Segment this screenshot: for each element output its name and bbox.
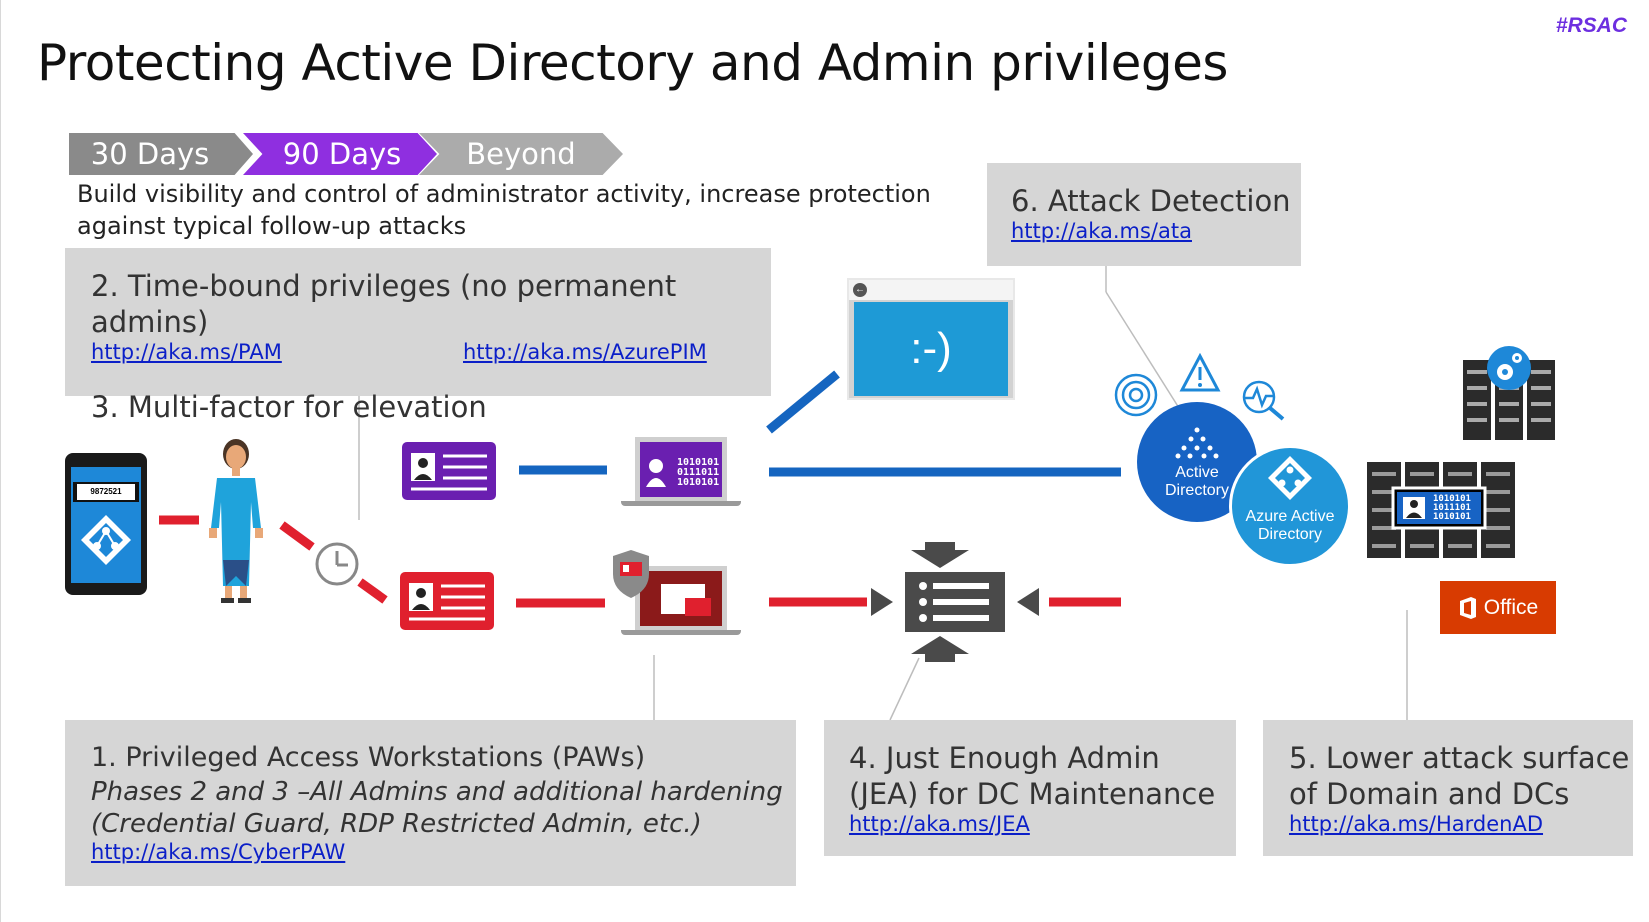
shield-icon <box>613 550 649 598</box>
radar-target-icon <box>1114 373 1158 417</box>
slide-subtitle: Build visibility and control of administ… <box>77 180 931 240</box>
ad-label-line: Active <box>1175 464 1219 481</box>
search-analytics-icon <box>1242 380 1285 421</box>
blue-flow-line <box>766 370 840 434</box>
office-logo-icon <box>1459 596 1476 619</box>
phone-icon: 9872521 <box>65 453 147 595</box>
time-bound-privileges-box: 2. Time-bound privileges (no permanent a… <box>65 248 771 424</box>
cyberpaw-link[interactable]: http://aka.ms/CyberPAW <box>91 840 346 864</box>
jea-link[interactable]: http://aka.ms/JEA <box>849 812 1030 836</box>
connector-line <box>1105 291 1180 409</box>
phone-code: 9872521 <box>77 484 135 500</box>
hardenad-link[interactable]: http://aka.ms/HardenAD <box>1289 812 1544 836</box>
binary-line: 0111011 <box>677 467 720 478</box>
binary-line: 1010101 <box>1433 494 1471 504</box>
jea-heading-line1: 4. Just Enough Admin <box>849 741 1160 775</box>
red-flow-line <box>279 521 315 551</box>
user-id-card-icon <box>400 572 494 630</box>
paw-box: 1. Privileged Access Workstations (PAWs)… <box>65 720 796 886</box>
jea-heading-line2: (JEA) for DC Maintenance <box>849 777 1216 811</box>
back-arrow-icon: ← <box>853 283 867 297</box>
lower-attack-heading-line2: of Domain and DCs <box>1289 777 1570 811</box>
active-directory-icon <box>1175 427 1219 459</box>
smiley-face: :-) <box>854 302 1008 396</box>
binary-line: 1010101 <box>1433 512 1471 522</box>
user-laptop-icon <box>621 566 741 636</box>
attack-detection-box: 6. Attack Detection http://aka.ms/ata <box>987 163 1301 266</box>
rsac-hashtag: #RSAC <box>1555 14 1627 37</box>
phase-beyond: Beyond <box>419 133 623 175</box>
lower-attack-heading-line1: 5. Lower attack surface <box>1289 741 1630 775</box>
azure-ad-logo-icon <box>81 515 131 565</box>
office-label: Office <box>1483 595 1539 619</box>
phase-90-days: 90 Days <box>243 133 437 175</box>
paw-laptop-icon: 1010101 0111011 1010101 <box>621 437 741 507</box>
paw-heading: 1. Privileged Access Workstations (PAWs) <box>91 742 646 773</box>
lower-attack-surface-box: 5. Lower attack surface of Domain and DC… <box>1263 720 1633 856</box>
binary-line: 1010101 <box>677 457 720 468</box>
attack-detection-heading: 6. Attack Detection <box>1011 184 1291 218</box>
active-directory-node: Active Directory <box>1137 402 1257 522</box>
paw-phases-text: Phases 2 and 3 –All Admins and additiona… <box>91 777 783 807</box>
admin-id-card-icon <box>402 442 496 500</box>
pam-link[interactable]: http://aka.ms/PAM <box>91 340 282 364</box>
time-bound-heading: 2. Time-bound privileges (no permanent a… <box>91 269 677 339</box>
admin-person-icon <box>209 439 263 603</box>
cloud-server-icon <box>1463 346 1555 440</box>
red-flow-line <box>357 578 388 604</box>
azure-ad-label-line: Azure Active <box>1245 508 1335 525</box>
azure-pim-link[interactable]: http://aka.ms/AzurePIM <box>463 340 707 364</box>
domain-controllers-icon: 1010101 1011101 1010101 <box>1365 460 1515 560</box>
ata-link[interactable]: http://aka.ms/ata <box>1011 219 1192 243</box>
connector-line <box>889 657 920 721</box>
phase-30-days: 30 Days <box>69 133 253 175</box>
warning-icon <box>1179 353 1221 392</box>
jea-gateway-icon <box>871 542 1039 662</box>
office-tile: Office <box>1440 581 1556 634</box>
azure-ad-icon <box>1268 456 1312 500</box>
binary-line: 1010101 <box>677 477 720 488</box>
browser-window: ← :-) <box>847 278 1015 400</box>
slide-title: Protecting Active Directory and Admin pr… <box>37 34 1228 92</box>
ad-label-line: Directory <box>1164 482 1229 499</box>
clock-icon <box>315 542 359 586</box>
azure-ad-node: Azure Active Directory <box>1229 445 1351 567</box>
multi-factor-heading: 3. Multi-factor for elevation <box>91 390 487 424</box>
paw-hardening-text: (Credential Guard, RDP Restricted Admin,… <box>91 809 702 839</box>
jea-box: 4. Just Enough Admin (JEA) for DC Mainte… <box>824 720 1236 856</box>
azure-ad-label-line: Directory <box>1257 526 1322 543</box>
binary-line: 1011101 <box>1433 503 1471 513</box>
